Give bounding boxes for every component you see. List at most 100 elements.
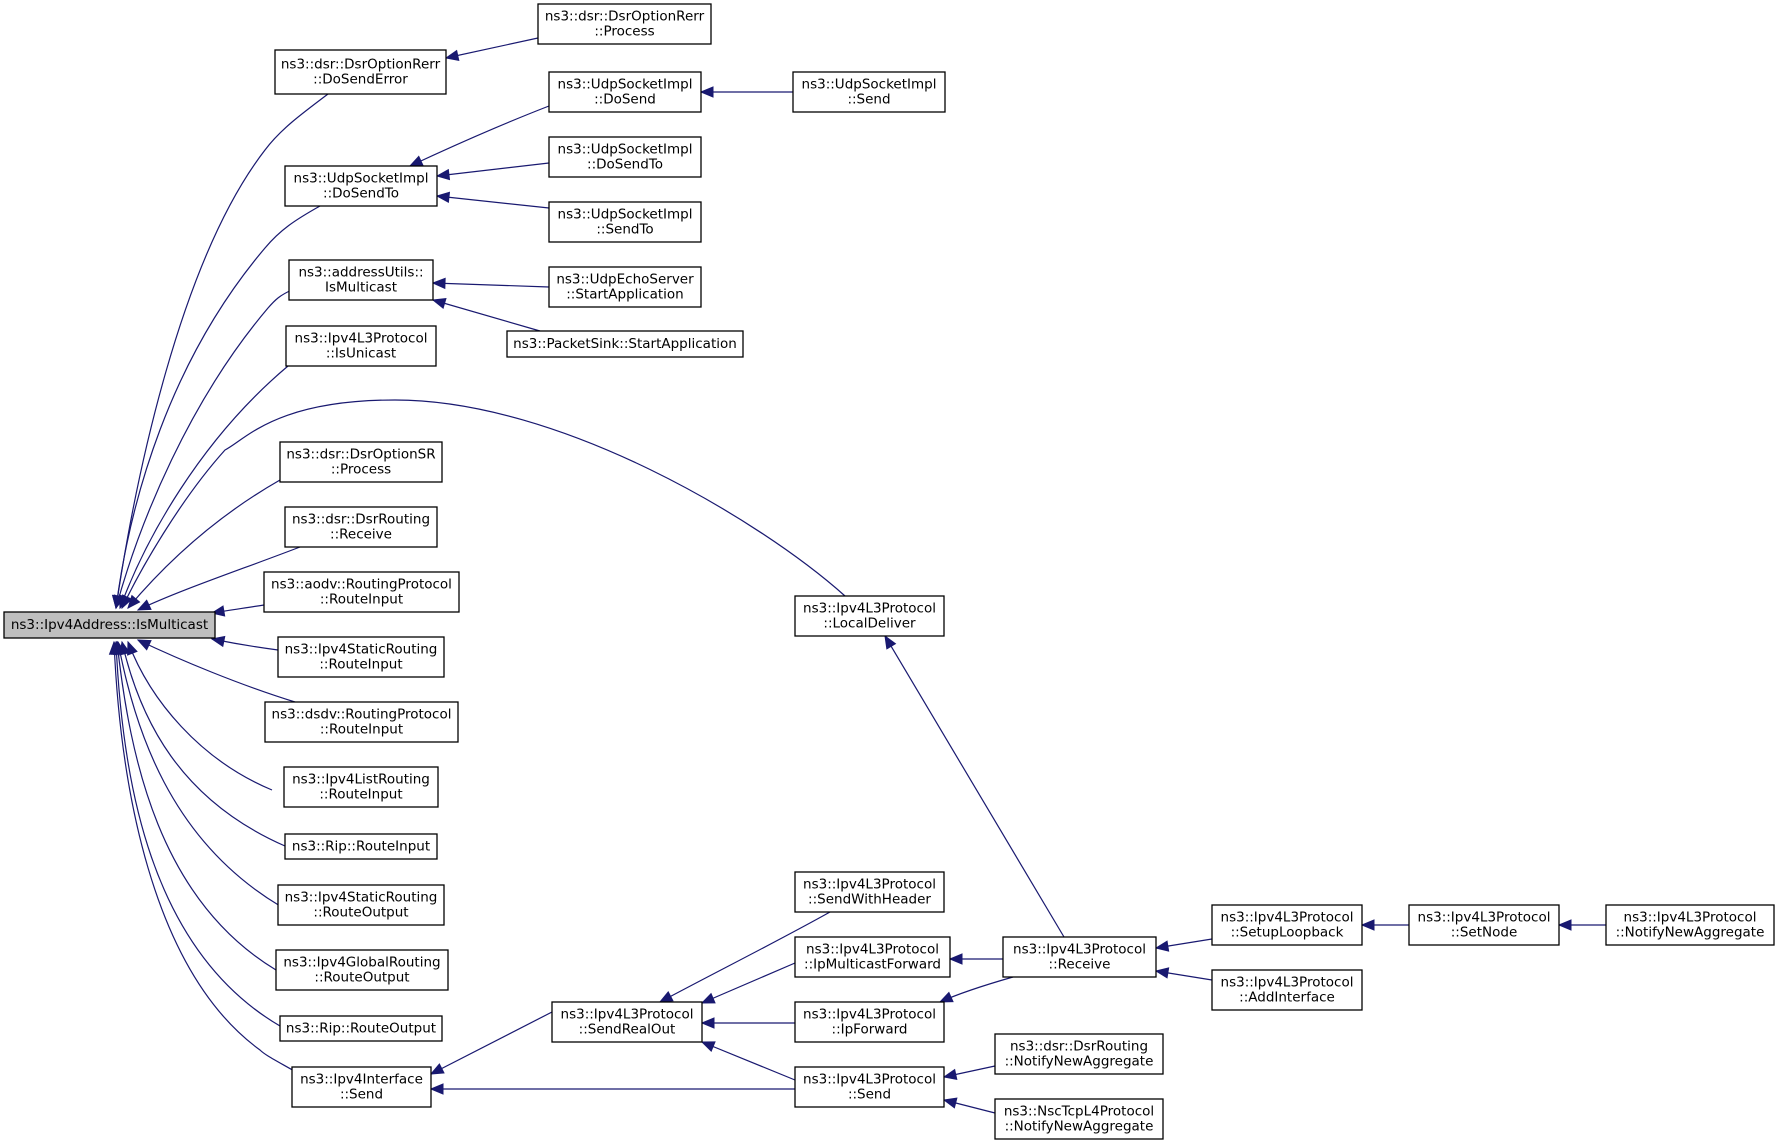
arrow-head-icon (1557, 919, 1572, 931)
node-label-line: ::RouteOutput (314, 970, 409, 986)
node-box (506, 330, 744, 358)
node-label-line: ::NotifyNewAggregate (1616, 925, 1765, 941)
node-l3-sendrealout[interactable]: ns3::Ipv4L3Protocol::SendRealOut (551, 1001, 703, 1043)
node-dsrerr-process[interactable]: ns3::dsr::DsrOptionRerr::Process (537, 3, 712, 45)
node-udp-dosendto2[interactable]: ns3::UdpSocketImpl::DoSendTo (548, 136, 702, 178)
node-box (263, 571, 460, 613)
node-box (1211, 969, 1363, 1011)
edge-global_routeoutput-to-root (112, 640, 277, 971)
edge-udp_dosend-to-udp_dosendto (408, 105, 550, 167)
arrow-head-icon (444, 49, 460, 61)
edge-line (701, 1041, 796, 1081)
node-rip-routeoutput[interactable]: ns3::Rip::RouteOutput (279, 1015, 443, 1042)
node-udpecho-start[interactable]: ns3::UdpEchoServer::StartApplication (548, 266, 702, 308)
arrow-head-icon (938, 991, 954, 1003)
arrow-head-icon (700, 1017, 715, 1029)
node-label-line: ::SendRealOut (579, 1022, 676, 1038)
node-label-line: ns3::Ipv4L3Protocol (1418, 910, 1551, 926)
node-label-line: ns3::Ipv4L3Protocol (806, 942, 939, 958)
node-rip-routeinput[interactable]: ns3::Rip::RouteInput (284, 833, 438, 860)
node-l3-setuploopback[interactable]: ns3::Ipv4L3Protocol::SetupLoopback (1211, 904, 1363, 946)
arrow-head-icon (136, 599, 152, 611)
node-box (264, 701, 459, 743)
node-udp-dosendto[interactable]: ns3::UdpSocketImpl::DoSendTo (284, 165, 438, 207)
node-l3-setnode[interactable]: ns3::Ipv4L3Protocol::SetNode (1408, 904, 1560, 946)
node-label-line: ::RouteOutput (313, 905, 408, 921)
node-box (274, 49, 447, 95)
edge-ipv4iface_send-to-root (108, 640, 297, 1073)
node-static-routeoutput[interactable]: ns3::Ipv4StaticRouting::RouteOutput (277, 884, 445, 926)
node-udp-send[interactable]: ns3::UdpSocketImpl::Send (792, 71, 946, 113)
node-l3-receive[interactable]: ns3::Ipv4L3Protocol::Receive (1002, 936, 1157, 978)
node-dsrrouting-receive[interactable]: ns3::dsr::DsrRouting::Receive (284, 506, 438, 548)
node-l3-addinterface[interactable]: ns3::Ipv4L3Protocol::AddInterface (1211, 969, 1363, 1011)
node-box (284, 165, 438, 207)
node-label-line: ns3::Ipv4StaticRouting (285, 642, 438, 658)
node-label-line: ns3::PacketSink::StartApplication (513, 336, 737, 352)
node-aodv-routeinput[interactable]: ns3::aodv::RoutingProtocol::RouteInput (263, 571, 460, 613)
node-box (277, 636, 445, 678)
node-box (794, 1066, 945, 1108)
edge-packetsink_start-to-addrutils_ismulticast (431, 297, 541, 332)
node-l3-send[interactable]: ns3::Ipv4L3Protocol::Send (794, 1066, 945, 1108)
edge-rip_routeinput-to-root (119, 640, 286, 847)
edge-udp_send-to-udp_dosend (699, 86, 793, 98)
node-ipv4l3-isunicast[interactable]: ns3::Ipv4L3Protocol::IsUnicast (285, 325, 437, 367)
node-ipv4iface-send[interactable]: ns3::Ipv4Interface::Send (291, 1066, 432, 1108)
edge-l3_addinterface-to-l3_receive (1154, 967, 1213, 981)
node-l3-localdeliver[interactable]: ns3::Ipv4L3Protocol::LocalDeliver (794, 595, 945, 637)
node-static-routeinput[interactable]: ns3::Ipv4StaticRouting::RouteInput (277, 636, 445, 678)
edge-l3_ipforward-to-l3_sendrealout (700, 1017, 795, 1029)
node-label-line: ns3::Ipv4L3Protocol (1624, 910, 1757, 926)
node-label-line: ::RouteInput (319, 787, 402, 803)
arrow-head-icon (431, 297, 447, 310)
arrow-head-icon (884, 634, 897, 650)
node-l3-sendwithheader[interactable]: ns3::Ipv4L3Protocol::SendWithHeader (794, 871, 945, 913)
node-box (291, 1066, 432, 1108)
node-box (1002, 936, 1157, 978)
node-label-line: ns3::dsr::DsrOptionRerr (281, 57, 441, 73)
node-box (1408, 904, 1560, 946)
node-label-line: ns3::UdpSocketImpl (558, 142, 693, 158)
edges-layer (108, 37, 1606, 1114)
node-packetsink-start[interactable]: ns3::PacketSink::StartApplication (506, 330, 744, 358)
node-label-line: ns3::Ipv4Address::IsMulticast (11, 617, 208, 633)
node-udp-dosend[interactable]: ns3::UdpSocketImpl::DoSend (548, 71, 702, 113)
node-box (279, 441, 443, 483)
edge-aodv_routeinput-to-root (210, 604, 265, 617)
edge-line (119, 365, 289, 609)
edge-l3_localdeliver-to-root (121, 399, 846, 610)
edge-dsrerr_process-to-dsrerr_dosenderror (444, 37, 539, 61)
edge-l3_notifynewaggregate-to-l3_setnode (1557, 919, 1606, 931)
node-label-line: ns3::Ipv4L3Protocol (561, 1007, 694, 1023)
arrow-head-icon (429, 1083, 444, 1095)
node-udp-sendto[interactable]: ns3::UdpSocketImpl::SendTo (548, 201, 702, 243)
node-label-line: ::DoSendTo (323, 186, 399, 202)
arrow-head-icon (942, 1068, 958, 1080)
edge-line (436, 195, 550, 209)
edge-l3_receive-to-l3_ipforward (938, 976, 1014, 1003)
edge-l3_receive-to-l3_localdeliver (884, 634, 1065, 938)
node-label-line: ::RouteInput (320, 592, 403, 608)
node-root[interactable]: ns3::Ipv4Address::IsMulticast (3, 611, 216, 639)
node-l3-notifynewaggregate[interactable]: ns3::Ipv4L3Protocol::NotifyNewAggregate (1605, 904, 1775, 946)
node-dsrrouting-notify[interactable]: ns3::dsr::DsrRouting::NotifyNewAggregate (994, 1033, 1164, 1075)
node-l3-ipmulticastforward[interactable]: ns3::Ipv4L3Protocol::IpMulticastForward (794, 936, 951, 978)
node-l3-ipforward[interactable]: ns3::Ipv4L3Protocol::IpForward (794, 1001, 945, 1043)
edge-nsctcp_notify-to-l3_send (942, 1097, 996, 1114)
node-box (277, 884, 445, 926)
node-list-routeinput[interactable]: ns3::Ipv4ListRouting::RouteInput (283, 766, 439, 808)
arrow-head-icon (1154, 940, 1170, 952)
edge-line (127, 641, 273, 791)
node-label-line: ns3::dsr::DsrOptionSR (286, 447, 435, 463)
arrow-head-icon (127, 640, 138, 656)
node-label-line: ns3::Ipv4GlobalRouting (283, 955, 440, 971)
node-addrutils-ismulticast[interactable]: ns3::addressUtils::IsMulticast (288, 259, 434, 301)
node-dsrsr-process[interactable]: ns3::dsr::DsrOptionSR::Process (279, 441, 443, 483)
node-nsctcp-notify[interactable]: ns3::NscTcpL4Protocol::NotifyNewAggregat… (994, 1098, 1164, 1140)
node-label-line: ::StartApplication (566, 287, 684, 303)
node-dsrerr-dosenderror[interactable]: ns3::dsr::DsrOptionRerr::DoSendError (274, 49, 447, 95)
edge-udpecho_start-to-addrutils_ismulticast (431, 277, 550, 290)
node-global-routeoutput[interactable]: ns3::Ipv4GlobalRouting::RouteOutput (275, 949, 449, 991)
node-dsdv-routeinput[interactable]: ns3::dsdv::RoutingProtocol::RouteInput (264, 701, 459, 743)
